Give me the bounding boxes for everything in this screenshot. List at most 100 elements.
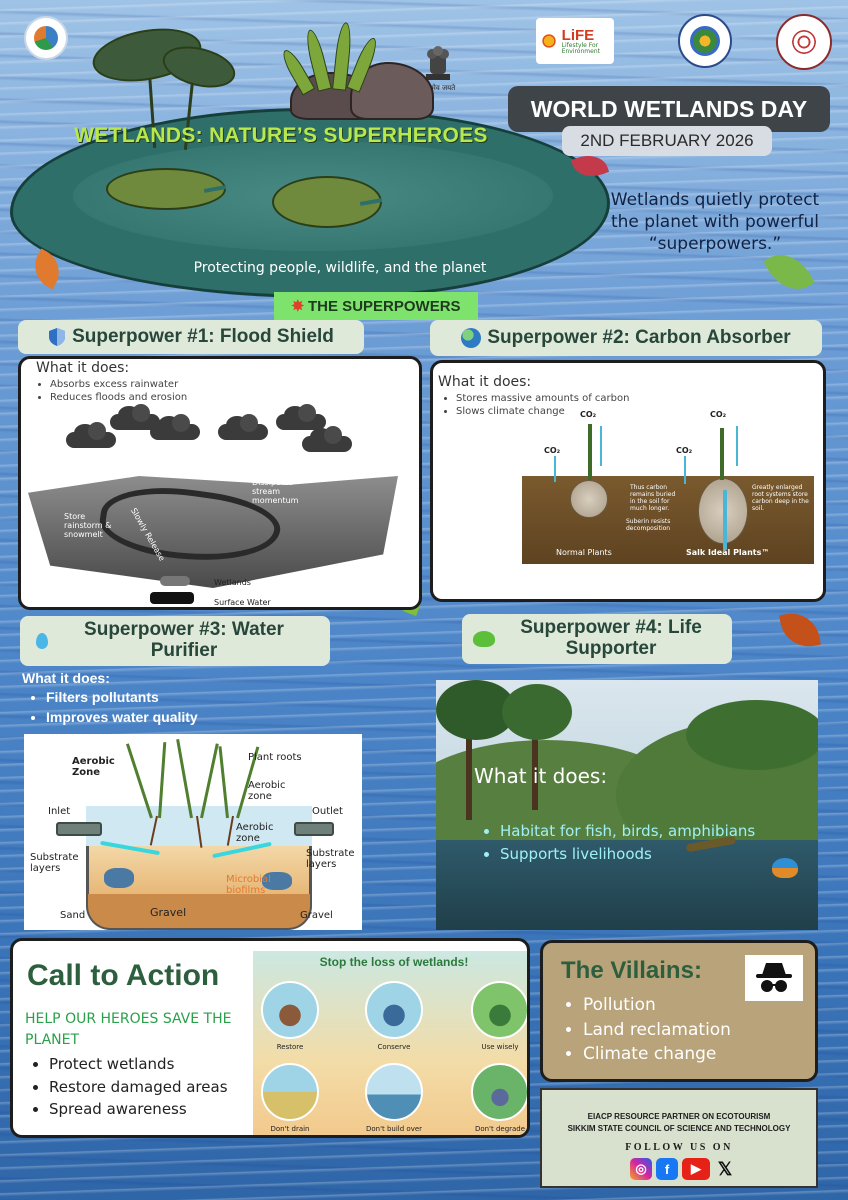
national-emblem-icon	[426, 46, 450, 80]
diagram-label: Greatly enlarged root systems store carb…	[752, 484, 809, 512]
superpowers-tag-label: THE SUPERPOWERS	[308, 297, 461, 315]
footer-line-1: EIACP RESOURCE PARTNER ON ECOTOURISM	[587, 1112, 771, 1121]
instagram-icon[interactable]: ◎	[630, 1158, 652, 1180]
superpower-4-card	[436, 680, 818, 930]
call-to-action-points: Protect wetlands Restore damaged areas S…	[31, 1053, 228, 1121]
life-logo-name: LiFE	[561, 26, 595, 44]
restore-icon	[261, 981, 319, 1039]
co2-arrow	[554, 456, 556, 482]
villains-card: The Villains: Pollution Land reclamation…	[540, 940, 818, 1082]
cloud-icon	[150, 414, 200, 440]
x-icon[interactable]: 𝕏	[717, 1158, 733, 1179]
biofilm-blob	[104, 868, 134, 888]
diagram-label: Outlet	[312, 806, 343, 817]
inlet-pipe	[56, 822, 102, 836]
diagram-label: Aerobic Zone	[72, 756, 115, 778]
event-name: WORLD WETLANDS DAY	[508, 86, 830, 132]
villain-item: Land reclamation	[583, 1018, 731, 1043]
co2-arrow	[723, 490, 727, 550]
frog-icon	[473, 631, 495, 647]
tree-trunk	[466, 710, 472, 820]
diagram-label: Plant roots	[248, 752, 302, 763]
superpower-1-what-label: What it does:	[36, 360, 130, 376]
poster-item-label: Conserve	[377, 1043, 411, 1051]
diagram-label: Inlet	[48, 806, 71, 817]
hat-glasses-icon	[756, 963, 792, 992]
superpower-1-point: Absorbs excess rainwater	[50, 378, 187, 391]
cloud-icon	[302, 426, 352, 452]
plant-stem	[720, 428, 724, 480]
diagram-label: Sand	[60, 910, 86, 921]
superpower-4-point: Supports livelihoods	[500, 843, 755, 866]
dont-degrade-icon	[471, 1063, 527, 1121]
poster-item-label: Don't build over	[365, 1125, 423, 1133]
life-logo: LiFE Lifestyle For Environment	[536, 18, 614, 64]
villain-item: Pollution	[583, 993, 731, 1018]
diagram-label: Aerobic zone	[248, 780, 286, 802]
superpower-1-points: Absorbs excess rainwater Reduces floods …	[36, 378, 187, 404]
dont-build-over-icon	[365, 1063, 423, 1121]
superpower-3-point: Filters pollutants	[46, 688, 198, 708]
superpower-2-point: Stores massive amounts of carbon	[456, 392, 629, 405]
cloud-icon	[66, 422, 116, 448]
cloud-icon	[110, 404, 160, 430]
superpower-1-title: Superpower #1: Flood Shield	[18, 320, 364, 354]
co2-label: CO₂	[544, 446, 561, 455]
superpower-2-point: Slows climate change	[456, 405, 629, 418]
superpower-1-title-text: Superpower #1: Flood Shield	[72, 325, 334, 347]
poster-title: Stop the loss of wetlands!	[319, 955, 469, 969]
superpower-1-point: Reduces floods and erosion	[50, 391, 187, 404]
diagram-label: Normal Plants	[556, 548, 612, 557]
diagram-label: Gravel	[150, 906, 187, 919]
shield-icon	[49, 328, 66, 346]
outlet-pipe	[294, 822, 334, 836]
plant-stem	[588, 424, 592, 480]
use-wisely-icon	[471, 981, 527, 1039]
youtube-icon[interactable]: ▶	[682, 1158, 710, 1180]
dont-drain-icon	[261, 1063, 319, 1121]
cloud-icon	[218, 414, 268, 440]
diagram-label: Wetlands	[214, 578, 251, 587]
superpower-3-point: Improves water quality	[46, 708, 198, 728]
sun-icon	[540, 27, 558, 55]
co2-label: CO₂	[580, 410, 597, 419]
lily-pad	[106, 168, 226, 210]
intro-text: Wetlands quietly protect the planet with…	[610, 190, 820, 254]
water-drop-icon	[36, 633, 48, 649]
life-logo-tagline: Lifestyle For Environment	[561, 41, 600, 55]
co2-label: CO₂	[710, 410, 727, 419]
call-to-action-point: Spread awareness	[49, 1098, 228, 1121]
superpower-4-what-label: What it does:	[474, 764, 608, 788]
superpower-3-title: Superpower #3: Water Purifier	[20, 616, 330, 666]
normal-root-ball	[570, 480, 608, 518]
hero-title: WETLANDS: NATURE’S SUPERHEROES	[74, 124, 488, 147]
hero-subtitle: Protecting people, wildlife, and the pla…	[193, 260, 487, 276]
co2-arrow	[600, 426, 602, 466]
follow-us-label: FOLLOW US ON	[625, 1142, 733, 1153]
diagram-label: Surface Water	[214, 598, 271, 607]
footer: EIACP RESOURCE PARTNER ON ECOTOURISM SIK…	[540, 1088, 818, 1188]
call-to-action-point: Protect wetlands	[49, 1053, 228, 1076]
pond-water	[436, 840, 818, 930]
superpower-2-points: Stores massive amounts of carbon Slows c…	[442, 392, 629, 418]
diagram-label: Salk Ideal Plants™	[686, 548, 770, 557]
poster-item-label: Restore	[276, 1043, 304, 1051]
surface-water-legend-swatch	[150, 592, 194, 604]
superpower-2-what-label: What it does:	[438, 374, 532, 390]
cloud-icon	[276, 404, 326, 430]
leaf-decoration	[779, 609, 821, 651]
call-to-action-title: Call to Action	[27, 959, 220, 992]
diagram-label: Thus carbon remains buried in the soil f…	[630, 484, 676, 512]
gravel-layer	[88, 894, 310, 928]
villain-item: Climate change	[583, 1042, 731, 1067]
kingfisher-icon	[772, 858, 798, 878]
superpower-3-title-text: Superpower #3: Water Purifier	[84, 619, 284, 661]
superpower-3-points: Filters pollutants Improves water qualit…	[28, 688, 198, 727]
tree	[502, 684, 572, 740]
spy-icon	[745, 955, 803, 1001]
lily-pad	[272, 176, 382, 228]
call-to-action-subtitle: HELP OUR HEROES SAVE THE PLANET	[25, 1011, 232, 1048]
event-date: 2ND FEBRUARY 2026	[562, 126, 772, 156]
diagram-label: Store rainstorm & snowmelt	[64, 512, 112, 539]
facebook-icon[interactable]: f	[656, 1158, 678, 1180]
